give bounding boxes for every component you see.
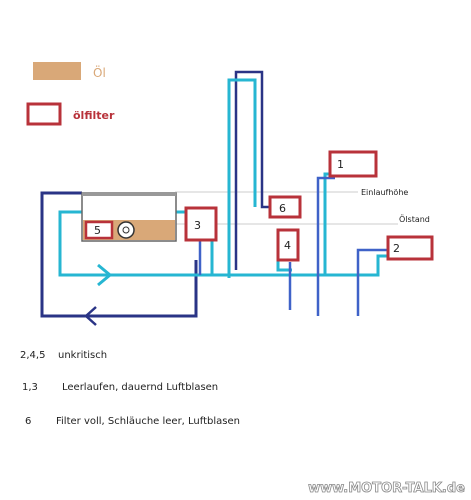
filter-box-2 [386, 235, 434, 261]
box1-dark [316, 176, 335, 316]
tank-lid [82, 192, 176, 196]
note-2-text: Leerlaufen, dauernd Luftblasen [62, 382, 218, 393]
tall-hose-light [227, 78, 257, 278]
filter-box-6 [268, 195, 302, 219]
box1-light [323, 172, 340, 275]
legend-oil-label: Öl [93, 64, 106, 80]
note-2-numbers: 1,3 [22, 382, 38, 393]
legend-filter-label: ölfilter [73, 109, 115, 122]
legend-oil-swatch [33, 62, 81, 80]
return-line-dark [40, 191, 198, 318]
main-line-light [58, 210, 388, 277]
filter-box-4 [276, 228, 300, 262]
box2-dark [356, 248, 388, 316]
note-1-numbers: 2,4,5 [20, 350, 45, 361]
main-arrow-light [97, 263, 113, 287]
filter-box-4-number: 4 [284, 239, 291, 252]
oil-level-label: Ölstand [399, 214, 430, 224]
tall-hose-dark [234, 70, 270, 270]
filter-box-1-number: 1 [337, 158, 344, 171]
filter-box-2-number: 2 [393, 242, 400, 255]
pump-icon-center [122, 226, 130, 234]
filter-box-3-number: 3 [194, 219, 201, 232]
filter-box-5 [84, 220, 114, 240]
inlet-level-label: Einlaufhöhe [361, 188, 408, 197]
return-arrow-dark [84, 306, 97, 326]
legend-filter-swatch [26, 102, 62, 126]
note-3-numbers: 6 [25, 416, 31, 427]
filter-box-1 [328, 150, 378, 178]
note-1-text: unkritisch [58, 350, 107, 361]
watermark: www.MOTOR-TALK.de [308, 481, 465, 496]
filter-box-6-number: 6 [279, 202, 286, 215]
note-3-text: Filter voll, Schläuche leer, Luftblasen [56, 416, 240, 427]
filter-box-5-number: 5 [94, 224, 101, 237]
filter-box-3 [184, 206, 218, 242]
pump-icon [117, 221, 135, 239]
